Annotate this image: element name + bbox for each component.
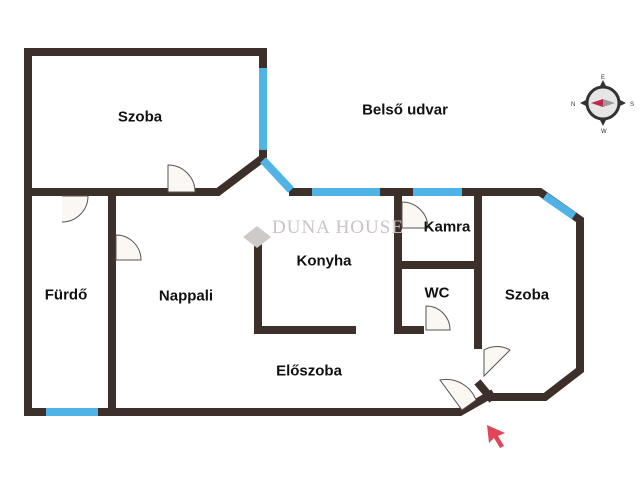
- wall-kamra-wc: [394, 188, 424, 334]
- room-label-furdo: Fürdő: [44, 286, 88, 304]
- room-label-kamra: Kamra: [423, 218, 471, 236]
- compass-s: S: [630, 102, 634, 108]
- room-label-eloszoba: Előszoba: [276, 362, 342, 380]
- compass-n: N: [571, 102, 575, 108]
- wall-outer-right: [289, 188, 584, 401]
- door: [167, 164, 196, 193]
- door: [439, 378, 477, 411]
- window: [542, 192, 577, 220]
- door: [61, 195, 89, 223]
- door: [401, 201, 429, 229]
- wall-szoba-1: [24, 48, 267, 196]
- room-label-nappali: Nappali: [158, 287, 214, 305]
- duna-house-logo-icon: [243, 226, 271, 248]
- compass-e: E: [601, 75, 605, 81]
- room-label-konyha: Konyha: [296, 252, 352, 270]
- wall-szoba-2-corner: [474, 379, 496, 403]
- room-label-belso-udvar: Belső udvar: [362, 101, 448, 119]
- entrance-arrow-icon: [487, 425, 505, 448]
- walls: [24, 48, 584, 416]
- doors: [61, 164, 511, 411]
- room-label-wc: WC: [424, 284, 450, 302]
- window: [260, 157, 294, 193]
- room-label-szoba: Szoba: [117, 108, 163, 126]
- compass-icon: [243, 80, 626, 248]
- door: [483, 346, 511, 378]
- watermark: DUNA HOUSE: [272, 217, 404, 238]
- windows: [46, 68, 577, 416]
- compass-w: W: [601, 129, 607, 135]
- wall-konyha: [254, 241, 356, 334]
- room-label-szoba-2: Szoba: [504, 286, 550, 304]
- door: [425, 305, 451, 331]
- door: [115, 234, 142, 261]
- wall-outer-left-bottom: [24, 48, 496, 416]
